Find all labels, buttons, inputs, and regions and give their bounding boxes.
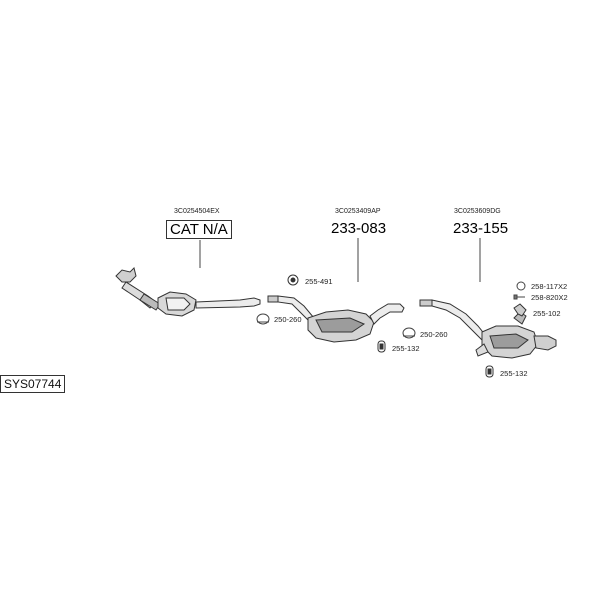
ring-icon [516, 281, 526, 291]
label-rubber-1[interactable]: 255-132 [392, 344, 420, 353]
label-bracket[interactable]: 255-102 [533, 309, 561, 318]
label-ring[interactable]: 258-117X2 [531, 282, 568, 291]
ref-code-cat: 3C0254504EX [174, 208, 220, 215]
bolt-icon [513, 294, 525, 300]
bracket-icon [513, 303, 527, 317]
catalytic-converter-drawing [115, 267, 261, 317]
label-rubber-2[interactable]: 255-132 [500, 369, 528, 378]
label-clamp-1[interactable]: 250-260 [274, 315, 302, 324]
middle-silencer-drawing [267, 295, 405, 343]
part-number-cat[interactable]: CAT N/A [166, 220, 232, 239]
rubber-2-icon [485, 365, 494, 378]
label-bolt[interactable]: 258-820X2 [531, 293, 568, 302]
clamp-2-icon [402, 327, 416, 339]
label-hanger-1[interactable]: 255-491 [305, 277, 333, 286]
system-code: SYS07744 [0, 375, 66, 393]
part-number-middle[interactable]: 233-083 [331, 220, 387, 237]
ref-code-rear: 3C0253609DG [454, 208, 501, 215]
rubber-1-icon [377, 340, 386, 353]
rear-silencer-drawing [419, 299, 557, 359]
clamp-1-icon [256, 313, 270, 325]
ref-code-middle: 3C0253409AP [335, 208, 381, 215]
label-clamp-2[interactable]: 250-260 [420, 330, 448, 339]
part-number-rear[interactable]: 233-155 [453, 220, 509, 237]
hanger-1-icon [287, 274, 299, 286]
